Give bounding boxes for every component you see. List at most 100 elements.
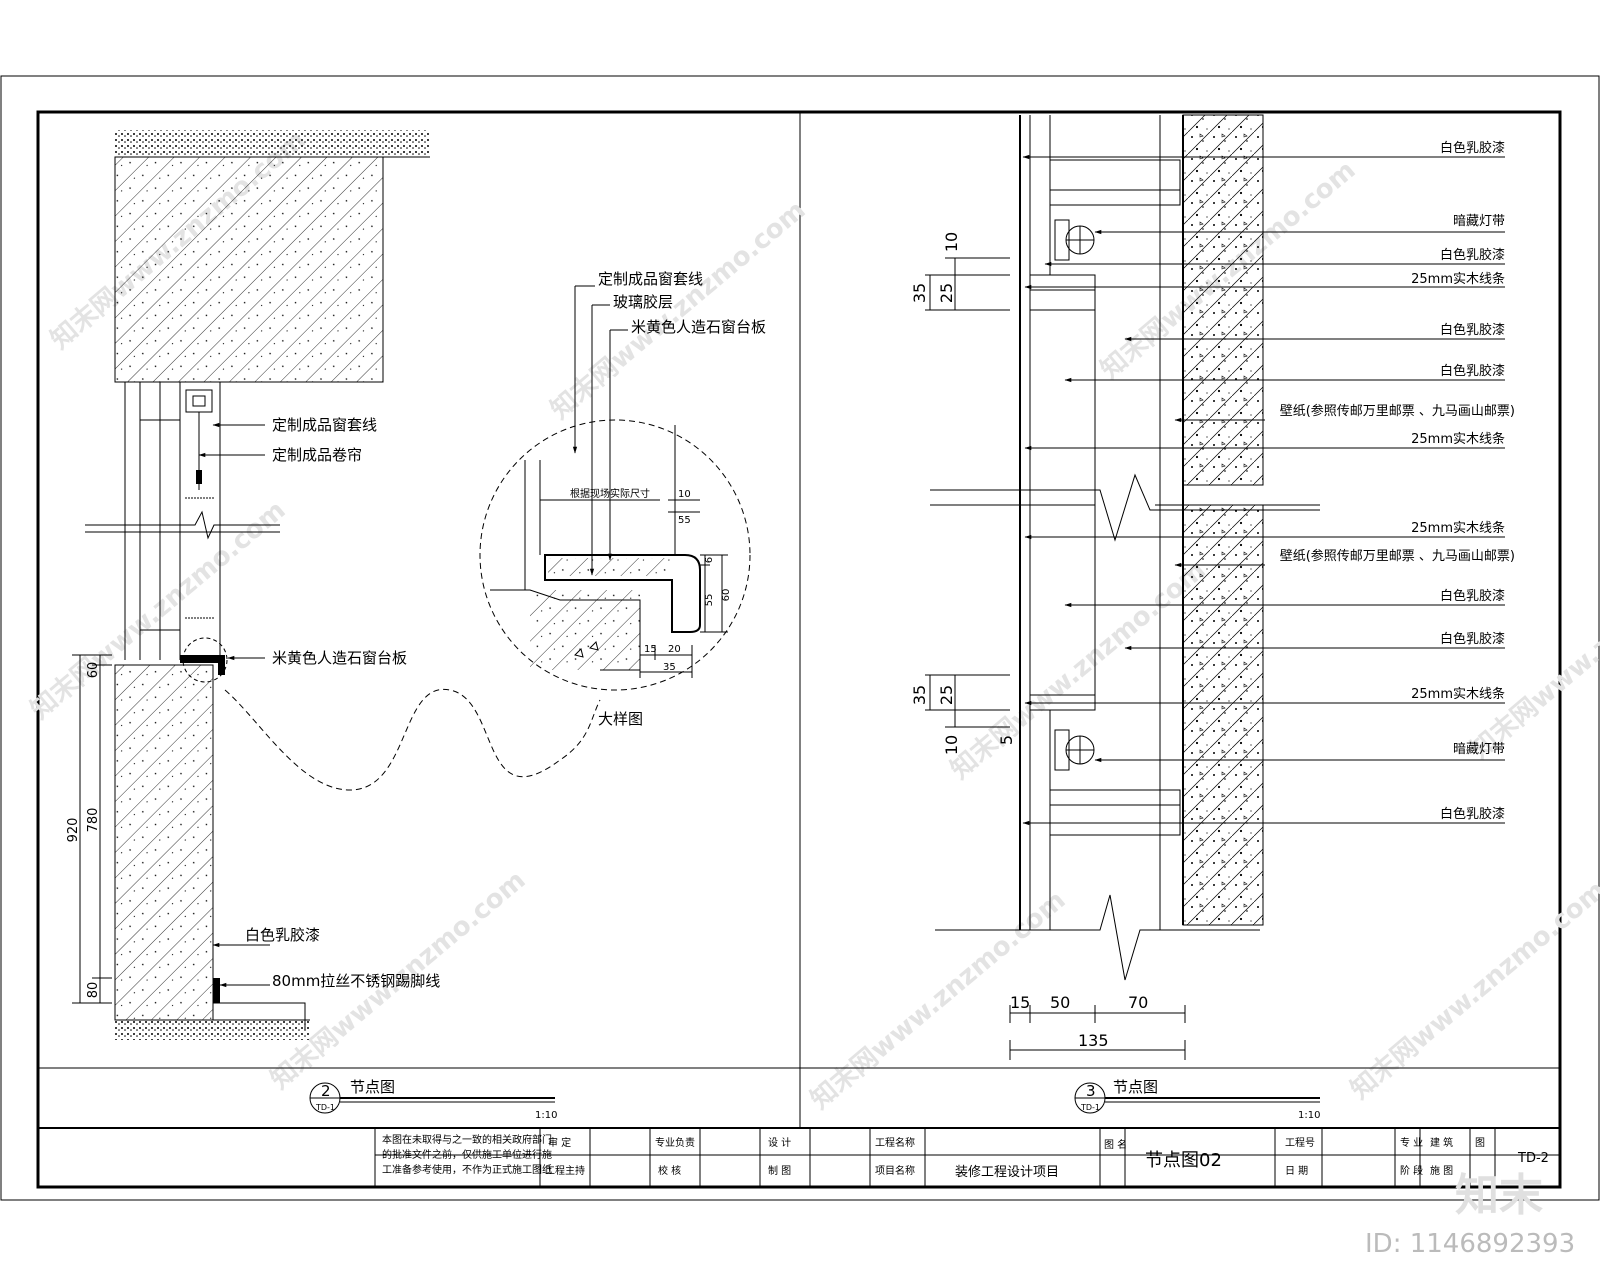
svg-text:工程名称: 工程名称 xyxy=(875,1136,915,1149)
left-dimensions: 920 780 60 80 xyxy=(66,654,112,1004)
svg-text:25: 25 xyxy=(937,283,956,303)
svg-text:节点图: 节点图 xyxy=(350,1078,395,1096)
svg-text:5: 5 xyxy=(997,735,1016,745)
svg-text:专业负责: 专业负责 xyxy=(655,1136,695,1149)
svg-text:节点图02: 节点图02 xyxy=(1145,1150,1222,1171)
svg-text:装修工程设计项目: 装修工程设计项目 xyxy=(955,1165,1059,1180)
svg-text:日 期: 日 期 xyxy=(1285,1165,1308,1177)
enlarged-detail-circle xyxy=(479,419,751,691)
skirting-mark xyxy=(213,978,220,1003)
svg-text:审 定: 审 定 xyxy=(548,1136,571,1149)
svg-text:白色乳胶漆: 白色乳胶漆 xyxy=(1440,247,1505,263)
svg-text:暗藏灯带: 暗藏灯带 xyxy=(1453,214,1505,229)
lower-wall-block xyxy=(114,664,214,1021)
svg-text:知末网www.znzmo.com: 知末网www.znzmo.com xyxy=(1465,535,1600,765)
svg-text:阶 段: 阶 段 xyxy=(1400,1164,1423,1177)
sheet-outer-border xyxy=(0,75,1600,1201)
detail-title-left: 2 TD-1 节点图 1:10 xyxy=(38,1067,1560,1121)
svg-text:白色乳胶漆: 白色乳胶漆 xyxy=(1440,631,1505,647)
left-wall-section xyxy=(85,130,601,1040)
svg-text:35: 35 xyxy=(910,283,929,303)
left-annotations: 定制成品窗套线 定制成品卷帘 米黄色人造石窗台板 白色乳胶漆 80mm拉丝不锈钢… xyxy=(198,416,440,990)
svg-text:1:10: 1:10 xyxy=(1298,1110,1320,1121)
svg-text:米黄色人造石窗台板: 米黄色人造石窗台板 xyxy=(272,649,407,667)
svg-text:知末网www.znzmo.com: 知末网www.znzmo.com xyxy=(545,195,811,425)
svg-text:55: 55 xyxy=(704,594,715,607)
svg-text:TD-2: TD-2 xyxy=(1517,1151,1549,1166)
svg-text:暗藏灯带: 暗藏灯带 xyxy=(1453,742,1505,757)
sheet-inner-border xyxy=(36,110,1562,1189)
svg-text:制 图: 制 图 xyxy=(768,1164,791,1177)
svg-text:项目名称: 项目名称 xyxy=(875,1164,915,1177)
svg-text:知末网www.znzmo.com: 知末网www.znzmo.com xyxy=(805,885,1071,1115)
svg-text:工准备参考使用，不作为正式施工图纸: 工准备参考使用，不作为正式施工图纸 xyxy=(382,1163,552,1176)
svg-text:白色乳胶漆: 白色乳胶漆 xyxy=(1440,363,1505,379)
svg-text:本图在未取得与之一致的相关政府部门: 本图在未取得与之一致的相关政府部门 xyxy=(382,1133,552,1146)
svg-text:白色乳胶漆: 白色乳胶漆 xyxy=(1440,322,1505,338)
svg-text:的批准文件之前，仅供施工单位进行施: 的批准文件之前，仅供施工单位进行施 xyxy=(382,1148,552,1161)
svg-text:25mm实木线条: 25mm实木线条 xyxy=(1411,686,1505,702)
svg-text:10: 10 xyxy=(942,735,961,755)
svg-text:10: 10 xyxy=(678,489,691,500)
svg-text:6: 6 xyxy=(704,557,715,563)
svg-text:3: 3 xyxy=(1086,1082,1096,1100)
svg-text:15: 15 xyxy=(644,644,657,655)
svg-text:60: 60 xyxy=(86,662,101,679)
sill-stone-profile xyxy=(544,554,701,633)
svg-text:白色乳胶漆: 白色乳胶漆 xyxy=(1440,806,1505,822)
svg-text:35: 35 xyxy=(663,662,676,673)
svg-text:70: 70 xyxy=(1128,993,1148,1012)
svg-text:80mm拉丝不锈钢踢脚线: 80mm拉丝不锈钢踢脚线 xyxy=(272,972,440,990)
svg-text:TD-1: TD-1 xyxy=(1080,1103,1100,1112)
svg-text:设 计: 设 计 xyxy=(768,1136,791,1149)
svg-text:TD-1: TD-1 xyxy=(315,1103,335,1112)
svg-text:施 图: 施 图 xyxy=(1430,1164,1453,1177)
svg-text:25mm实木线条: 25mm实木线条 xyxy=(1411,520,1505,536)
svg-text:60: 60 xyxy=(721,589,732,602)
watermark-logo: 知末 xyxy=(1455,1170,1543,1221)
concrete-wall-bottom xyxy=(1182,504,1264,926)
svg-text:135: 135 xyxy=(1078,1031,1109,1050)
svg-text:建 筑: 建 筑 xyxy=(1430,1136,1453,1149)
svg-text:大样图: 大样图 xyxy=(598,710,643,728)
right-dimensions: 10 35 25 35 25 10 5 15 50 70 135 xyxy=(910,232,1186,1060)
svg-text:20: 20 xyxy=(668,644,681,655)
svg-text:知末网www.znzmo.com: 知末网www.znzmo.com xyxy=(1345,875,1600,1105)
svg-text:15: 15 xyxy=(1010,993,1030,1012)
svg-text:35: 35 xyxy=(910,685,929,705)
svg-text:米黄色人造石窗台板: 米黄色人造石窗台板 xyxy=(631,318,766,336)
right-annotations: 白色乳胶漆 暗藏灯带 白色乳胶漆 25mm实木线条 白色乳胶漆 白色乳胶漆 壁纸… xyxy=(1022,140,1515,826)
svg-text:10: 10 xyxy=(942,232,961,252)
svg-text:壁纸(参照传邮万里邮票 、九马画山邮票): 壁纸(参照传邮万里邮票 、九马画山邮票) xyxy=(1280,403,1515,419)
svg-text:780: 780 xyxy=(86,808,101,833)
svg-text:定制成品卷帘: 定制成品卷帘 xyxy=(272,446,362,464)
svg-text:玻璃胶层: 玻璃胶层 xyxy=(613,293,673,311)
svg-text:节点图: 节点图 xyxy=(1113,1078,1158,1096)
svg-text:定制成品窗套线: 定制成品窗套线 xyxy=(598,270,703,288)
svg-text:工程主持: 工程主持 xyxy=(545,1164,585,1177)
blind-box xyxy=(185,389,213,413)
svg-text:白色乳胶漆: 白色乳胶漆 xyxy=(1440,140,1505,156)
svg-text:图 名: 图 名 xyxy=(1104,1138,1127,1151)
svg-text:白色乳胶漆: 白色乳胶漆 xyxy=(245,926,320,944)
svg-text:校 核: 校 核 xyxy=(658,1164,681,1177)
svg-text:80: 80 xyxy=(86,982,101,999)
detail-title-right: 3 TD-1 节点图 1:10 xyxy=(1074,1078,1320,1121)
svg-text:25mm实木线条: 25mm实木线条 xyxy=(1411,431,1505,447)
svg-text:知末网www.znzmo.com: 知末网www.znzmo.com xyxy=(945,555,1211,785)
svg-text:定制成品窗套线: 定制成品窗套线 xyxy=(272,416,377,434)
svg-text:2: 2 xyxy=(321,1082,331,1100)
svg-text:50: 50 xyxy=(1050,993,1070,1012)
svg-text:专 业: 专 业 xyxy=(1400,1136,1423,1149)
upper-wall-block xyxy=(114,156,384,383)
svg-text:工程号: 工程号 xyxy=(1285,1137,1315,1149)
svg-text:55: 55 xyxy=(678,515,691,526)
svg-text:图: 图 xyxy=(1475,1137,1485,1149)
enlarged-detail: 根据现场实际尺寸 定制成品窗套线 玻璃胶层 米黄色人造石窗台板 10 55 6 … xyxy=(479,270,766,728)
title-block: 本图在未取得与之一致的相关政府部门 的批准文件之前，仅供施工单位进行施 工准备参… xyxy=(38,1127,1560,1187)
svg-text:25: 25 xyxy=(937,685,956,705)
svg-text:1:10: 1:10 xyxy=(535,1110,557,1121)
svg-text:白色乳胶漆: 白色乳胶漆 xyxy=(1440,588,1505,604)
concrete-wall-top xyxy=(1182,114,1264,486)
